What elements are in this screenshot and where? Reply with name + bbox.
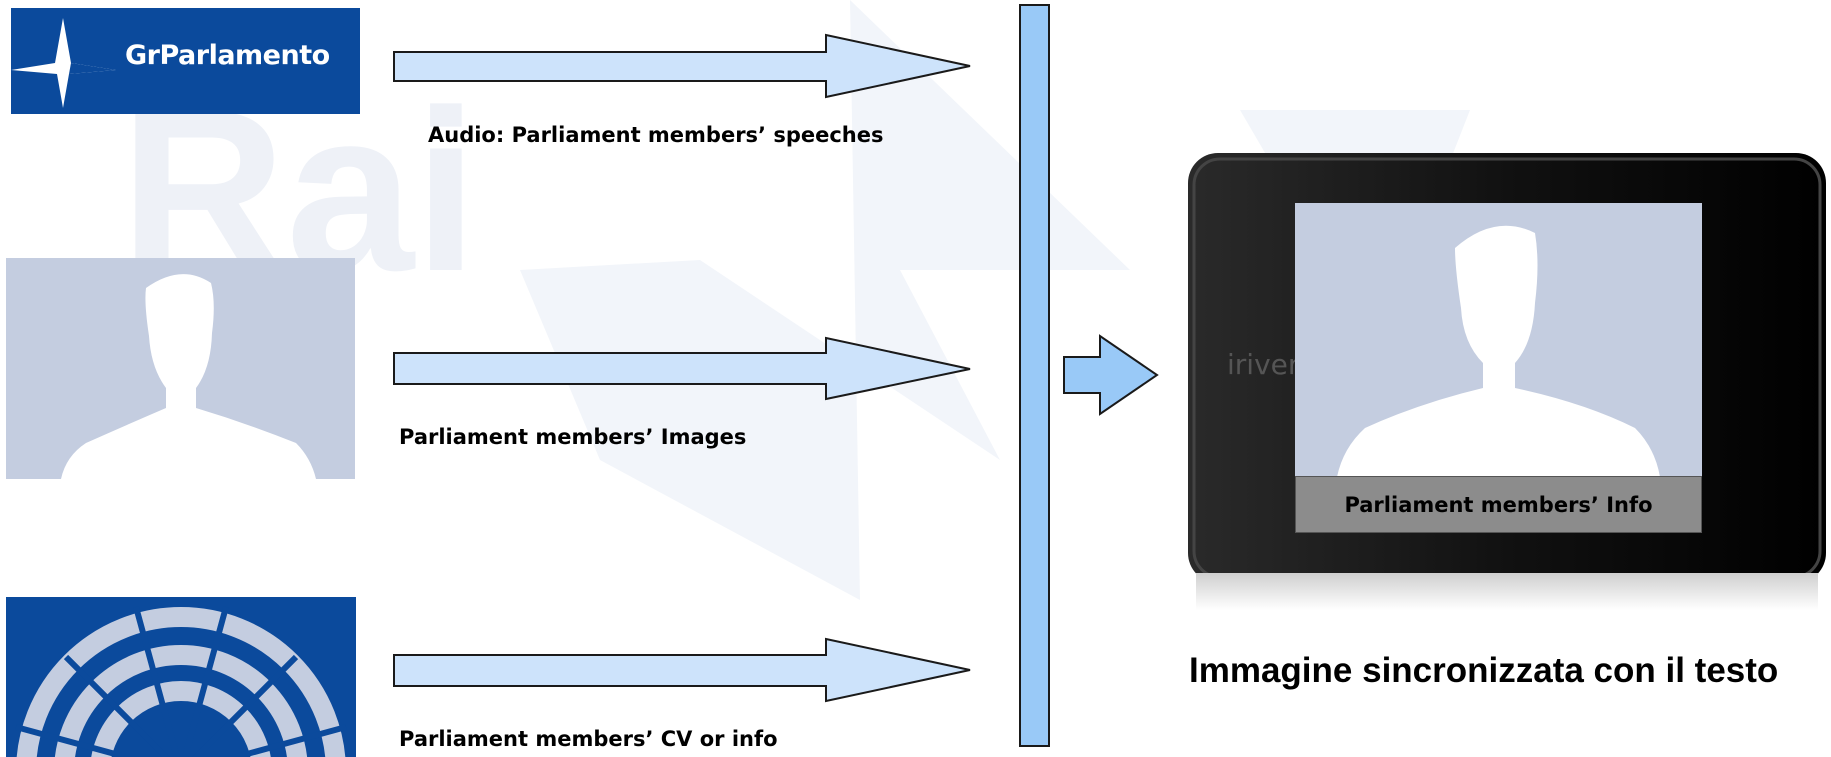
grparlamento-logo-text: GrParlamento [125,40,330,71]
device-info-bar: Parliament members’ Info [1295,476,1702,533]
watermark-shape [520,0,1130,600]
person-silhouette-icon [61,274,316,479]
device-brand-label: iriver [1227,348,1300,381]
parliament-chamber-logo [6,597,356,757]
images-caption: Parliament members’ Images [399,425,747,449]
output-caption: Immagine sincronizzata con il testo [1189,651,1779,690]
audio-caption: Audio: Parliament members’ speeches [428,123,884,147]
grparlamento-logo: GrParlamento [11,8,360,114]
cv-caption: Parliament members’ CV or info [399,727,778,751]
device-info-label: Parliament members’ Info [1344,492,1653,517]
grparlamento-logo-mark [11,18,116,108]
hemicycle-icon [15,606,347,757]
device-person-silhouette-icon [1337,225,1660,477]
parliament-member-image [6,258,355,479]
